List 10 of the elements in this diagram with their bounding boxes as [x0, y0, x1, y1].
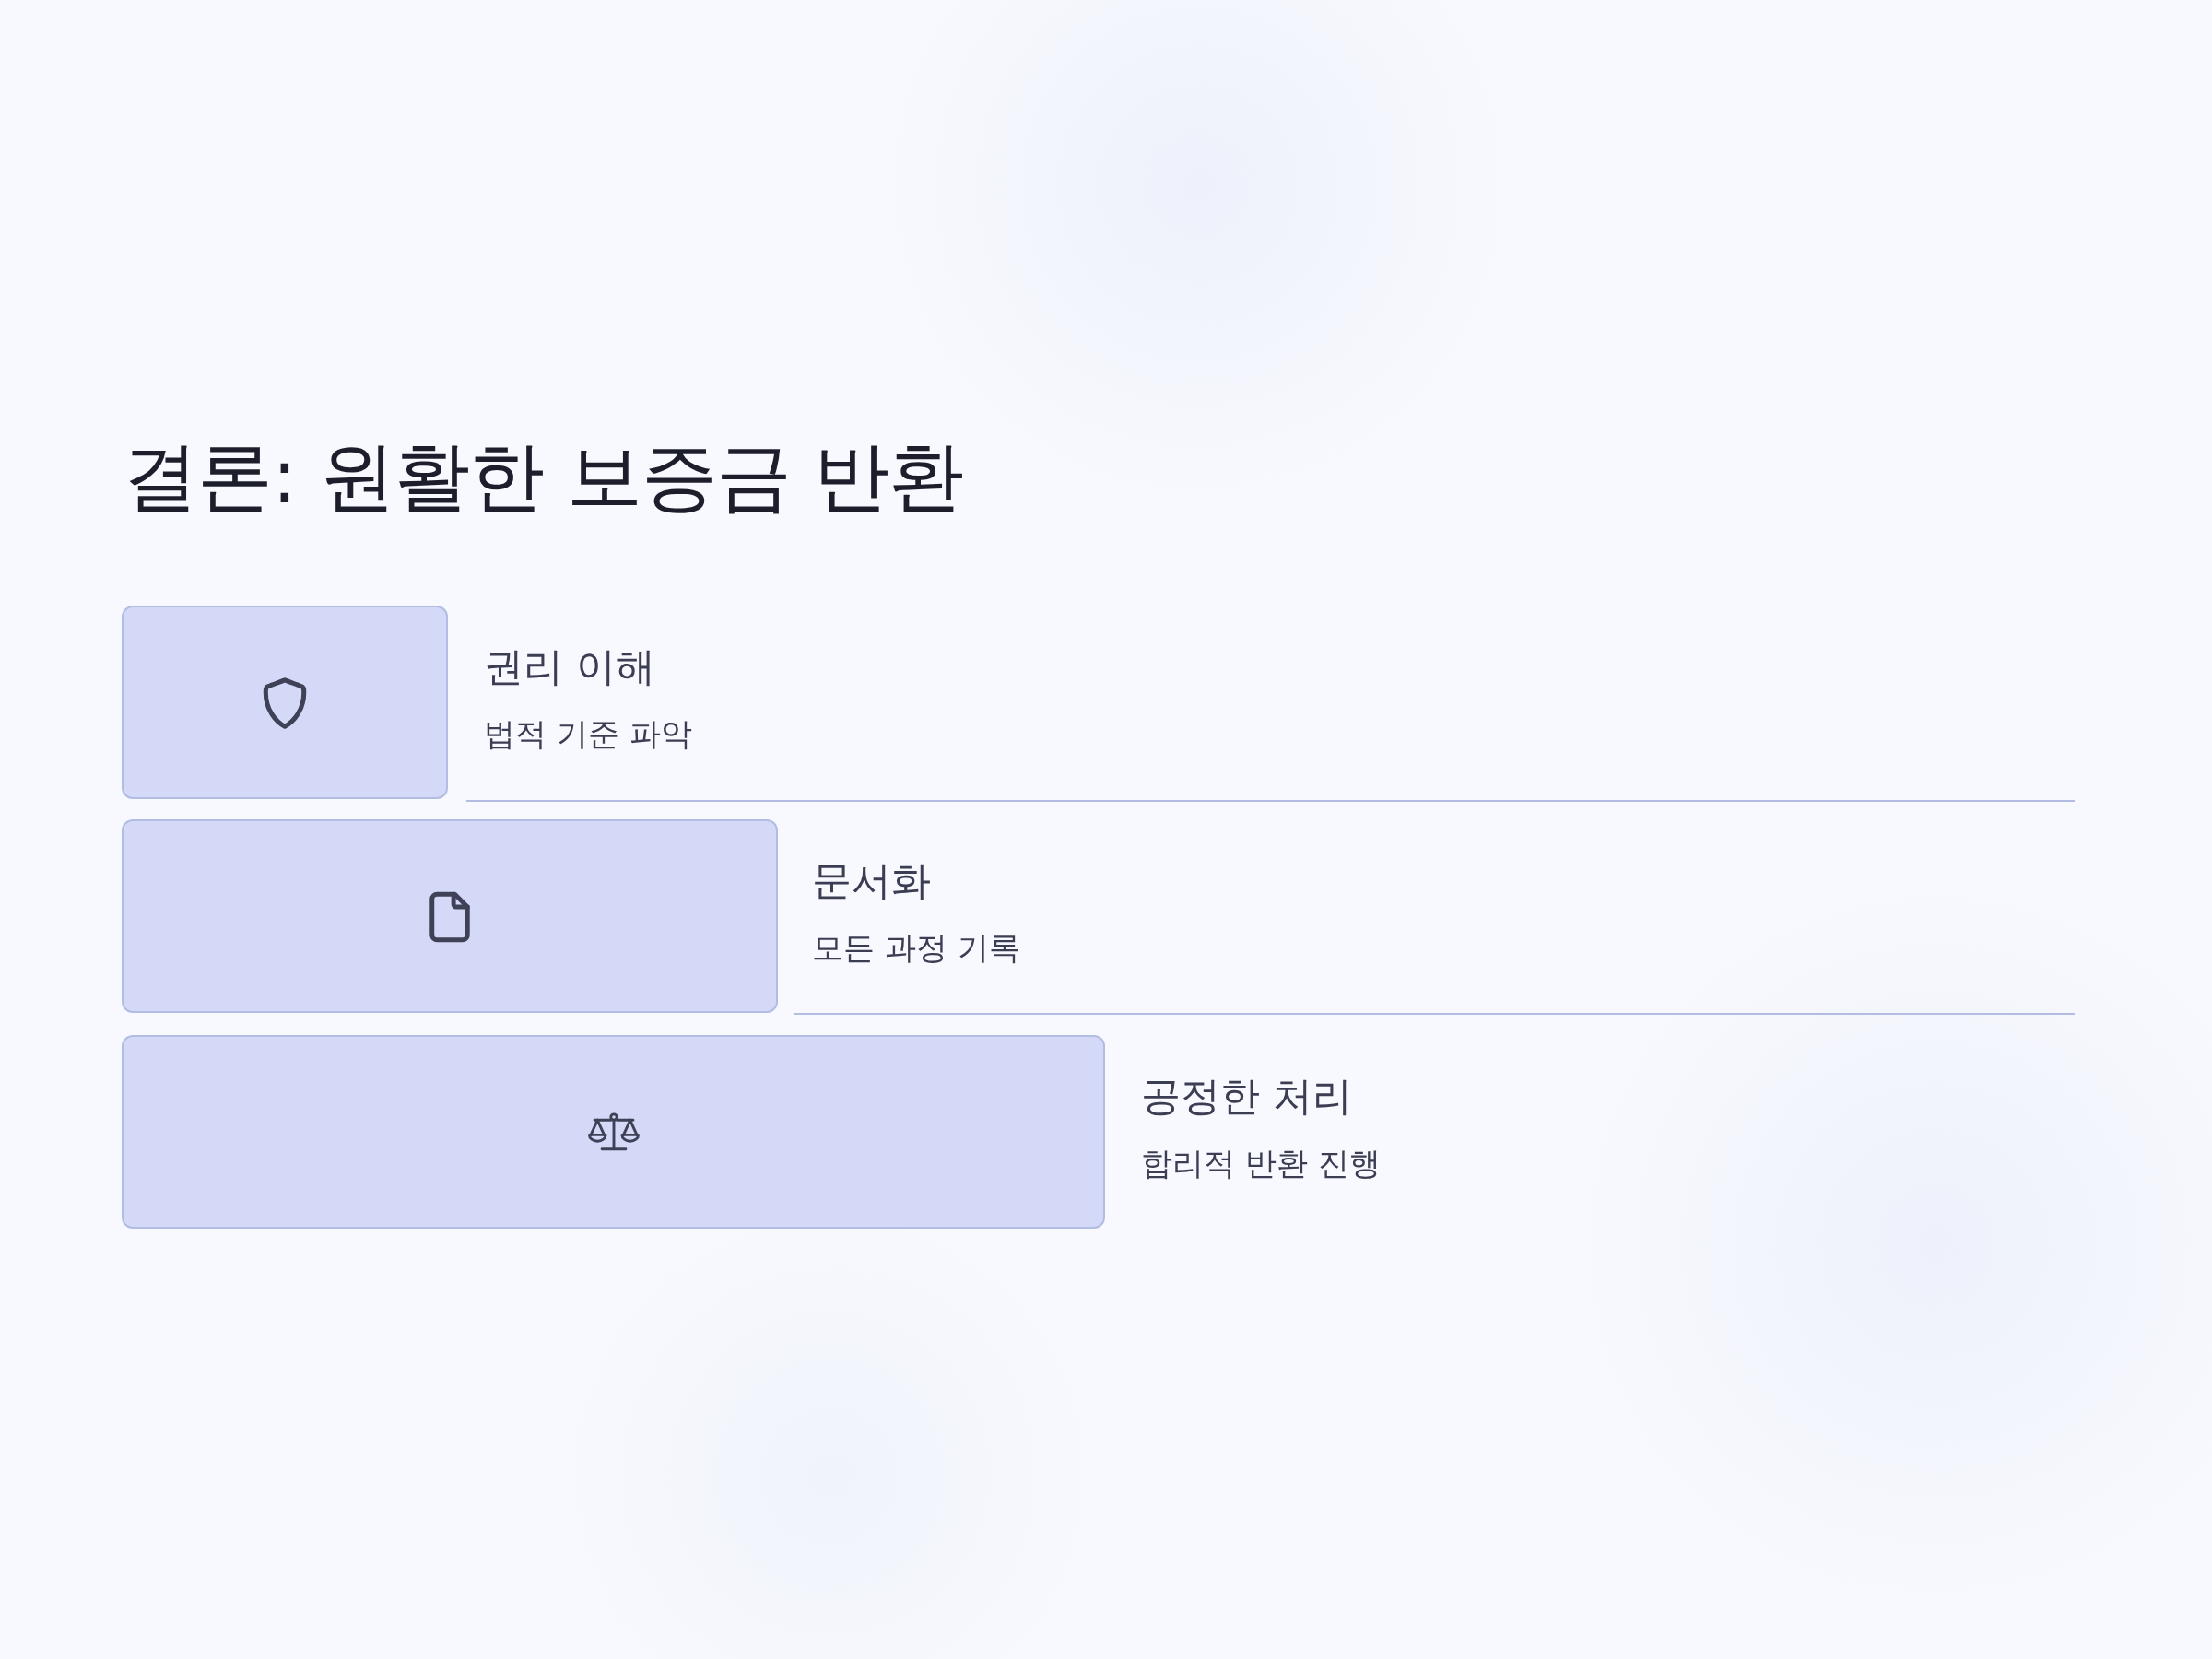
item-description: 모든 과정 기록 [812, 928, 1020, 967]
item-heading: 권리 이해 [484, 643, 655, 691]
item-heading: 공정한 처리 [1141, 1073, 1352, 1121]
horizontal-bar [122, 819, 778, 1013]
slide-title: 결론: 원활한 보증금 반환 [123, 433, 963, 521]
horizontal-bar [122, 606, 448, 799]
item-heading: 문서화 [812, 857, 931, 905]
item-description: 법적 기준 파악 [484, 714, 692, 753]
horizontal-bar [122, 1035, 1105, 1229]
item-description: 합리적 반환 진행 [1141, 1144, 1381, 1182]
